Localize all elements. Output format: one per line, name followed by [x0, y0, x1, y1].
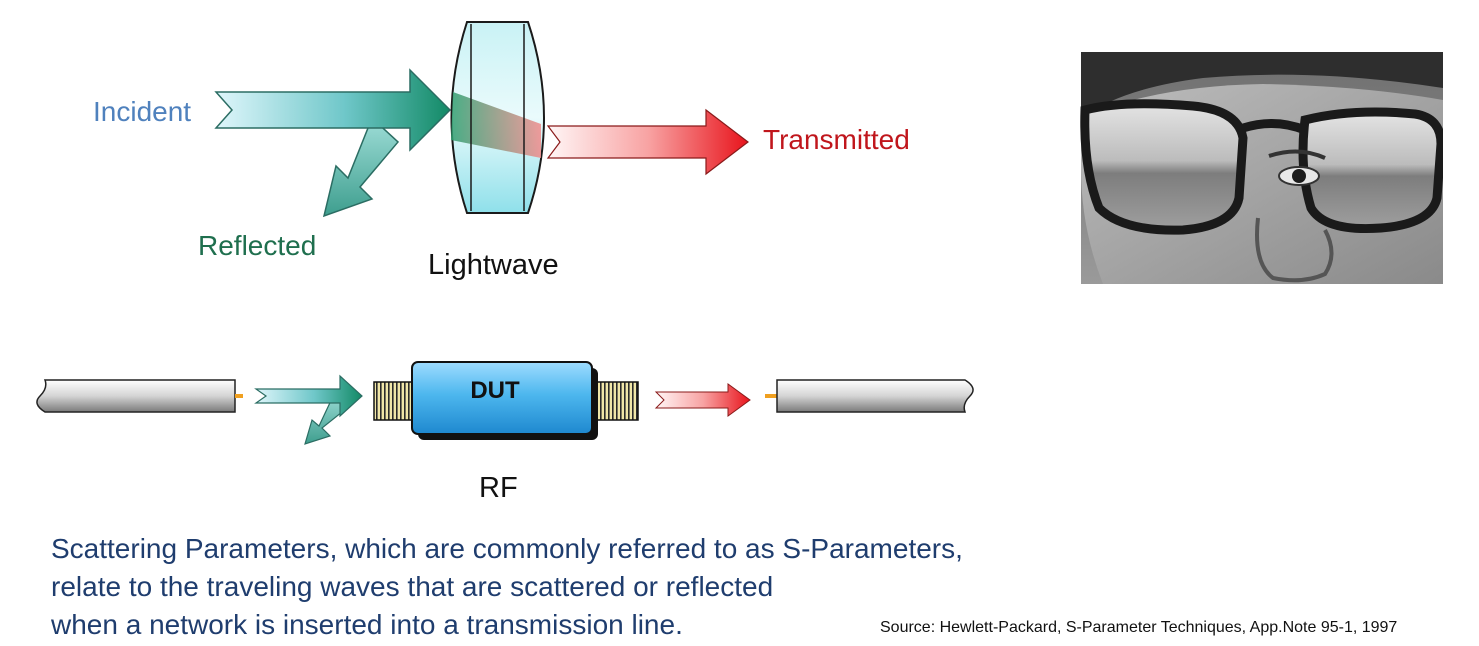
- dut-connector-left: [373, 381, 413, 421]
- lightwave-title: Lightwave: [428, 249, 559, 281]
- description-line-1: Scattering Parameters, which are commonl…: [51, 533, 963, 564]
- rf-title: RF: [479, 472, 518, 504]
- input-cable: [36, 379, 243, 413]
- transmitted-arrow: [546, 108, 749, 176]
- description-text: Scattering Parameters, which are commonl…: [51, 530, 963, 644]
- incident-label: Incident: [93, 96, 192, 127]
- reflected-arrow: [322, 116, 400, 218]
- glasses-reflection-photo: [1080, 52, 1443, 284]
- output-cable: [765, 379, 974, 413]
- description-line-3: when a network is inserted into a transm…: [51, 609, 683, 640]
- source-citation: Source: Hewlett-Packard, S-Parameter Tec…: [880, 619, 1398, 636]
- description-line-2: relate to the traveling waves that are s…: [51, 571, 774, 602]
- lens: [450, 21, 545, 214]
- reflected-label: Reflected: [198, 230, 317, 261]
- incident-arrow: [214, 68, 452, 152]
- dut-label: DUT: [470, 377, 520, 404]
- rf-transmitted-arrow: [654, 383, 751, 417]
- dut-box: [411, 361, 598, 440]
- transmitted-label: Transmitted: [763, 124, 910, 155]
- dut-connector-right: [593, 381, 639, 421]
- rf-incident-arrow: [254, 374, 363, 418]
